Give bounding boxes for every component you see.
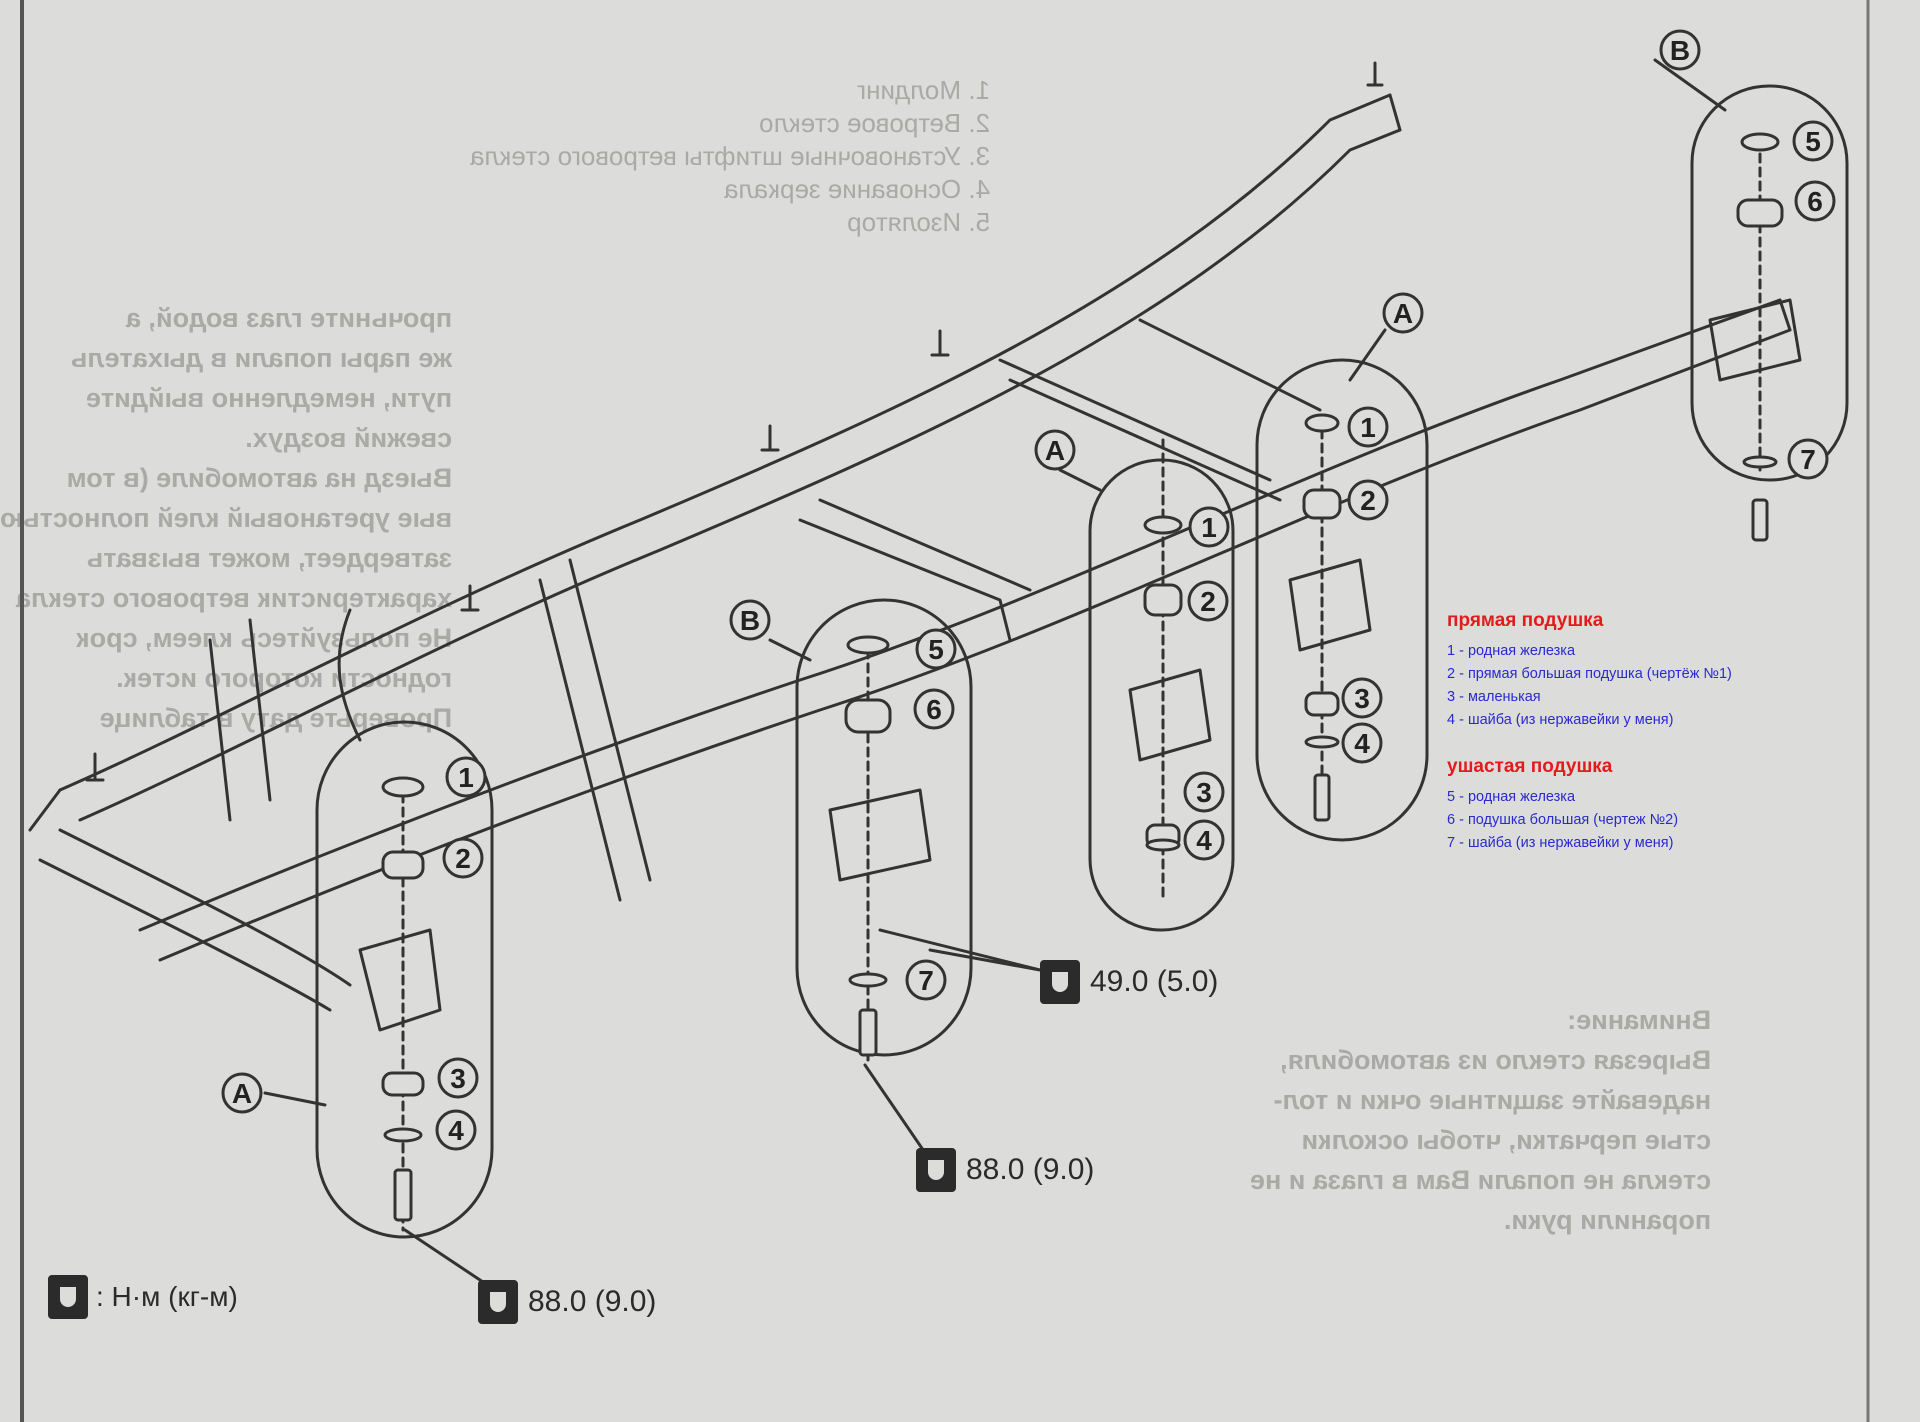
torque-unit-legend: : Н·м (кг-м) xyxy=(48,1275,238,1319)
torque-value-88-middle: 88.0 (9.0) xyxy=(966,1153,1095,1186)
badge-a-center-label: A xyxy=(1045,435,1065,466)
callout-2-center: 2 xyxy=(1200,586,1216,617)
annotation-block: прямая подушка 1 - родная железка 2 - пр… xyxy=(1447,610,1732,855)
annotation-heading-straight: прямая подушка xyxy=(1447,610,1604,631)
annotation-item: 6 - подушка большая (чертеж №2) xyxy=(1447,812,1679,828)
torque-value-88-bottom: 88.0 (9.0) xyxy=(528,1285,657,1318)
badge-a-right-label: A xyxy=(1393,298,1413,329)
annotation-item: 7 - шайба (из нержавейки у меня) xyxy=(1447,835,1674,851)
badge-b-top-label: B xyxy=(1670,35,1690,66)
torque-wrench-icon xyxy=(916,1148,956,1192)
badge-b-top xyxy=(1659,29,1701,71)
mount-oval-b-middle xyxy=(795,598,973,1057)
callout-3-right: 3 xyxy=(1354,683,1370,714)
callout-1-center: 1 xyxy=(1201,512,1217,543)
callout-4-left: 4 xyxy=(448,1115,464,1146)
mount-oval-a-left xyxy=(315,720,494,1239)
callout-1-right: 1 xyxy=(1360,412,1376,443)
callout-6-middle: 6 xyxy=(926,694,942,725)
torque-value-49: 49.0 (5.0) xyxy=(1090,965,1219,998)
torque-wrench-icon xyxy=(48,1275,88,1319)
annotation-item: 2 - прямая большая подушка (чертёж №1) xyxy=(1447,666,1732,682)
cross-members xyxy=(208,318,1322,902)
callout-2-left: 2 xyxy=(455,843,471,874)
frame-rails xyxy=(28,93,1792,1012)
callout-6-right: 6 xyxy=(1807,186,1823,217)
torque-spec-88-middle: 88.0 (9.0) xyxy=(916,1148,1094,1192)
annotation-item: 3 - маленькая xyxy=(1447,689,1541,705)
callout-3-left: 3 xyxy=(450,1063,466,1094)
annotation-item: 4 - шайба (из нержавейки у меня) xyxy=(1447,712,1674,728)
callout-5-middle: 5 xyxy=(928,634,944,665)
callout-3-center: 3 xyxy=(1196,777,1212,808)
torque-spec-88-bottom: 88.0 (9.0) xyxy=(478,1280,656,1324)
callout-7-middle: 7 xyxy=(918,965,934,996)
mount-studs xyxy=(85,61,1384,782)
torque-wrench-icon xyxy=(1040,960,1080,1004)
badge-b-middle-label: B xyxy=(740,605,760,636)
callout-1-left: 1 xyxy=(458,762,474,793)
annotation-item: 1 - родная железка xyxy=(1447,643,1576,659)
callout-7-right: 7 xyxy=(1800,444,1816,475)
torque-spec-49: 49.0 (5.0) xyxy=(1040,960,1218,1004)
torque-unit-text: : Н·м (кг-м) xyxy=(96,1281,238,1312)
mount-oval-a-right xyxy=(1255,358,1429,842)
mount-oval-b-right xyxy=(1690,84,1849,482)
annotation-item: 5 - родная железка xyxy=(1447,789,1576,805)
callout-2-right: 2 xyxy=(1360,485,1376,516)
annotation-heading-eared: ушастая подушка xyxy=(1447,756,1613,777)
badge-a-left-label: A xyxy=(232,1078,252,1109)
callout-4-right: 4 xyxy=(1354,728,1370,759)
torque-wrench-icon xyxy=(478,1280,518,1324)
callout-4-center: 4 xyxy=(1196,825,1212,856)
callout-5-right: 5 xyxy=(1805,126,1821,157)
